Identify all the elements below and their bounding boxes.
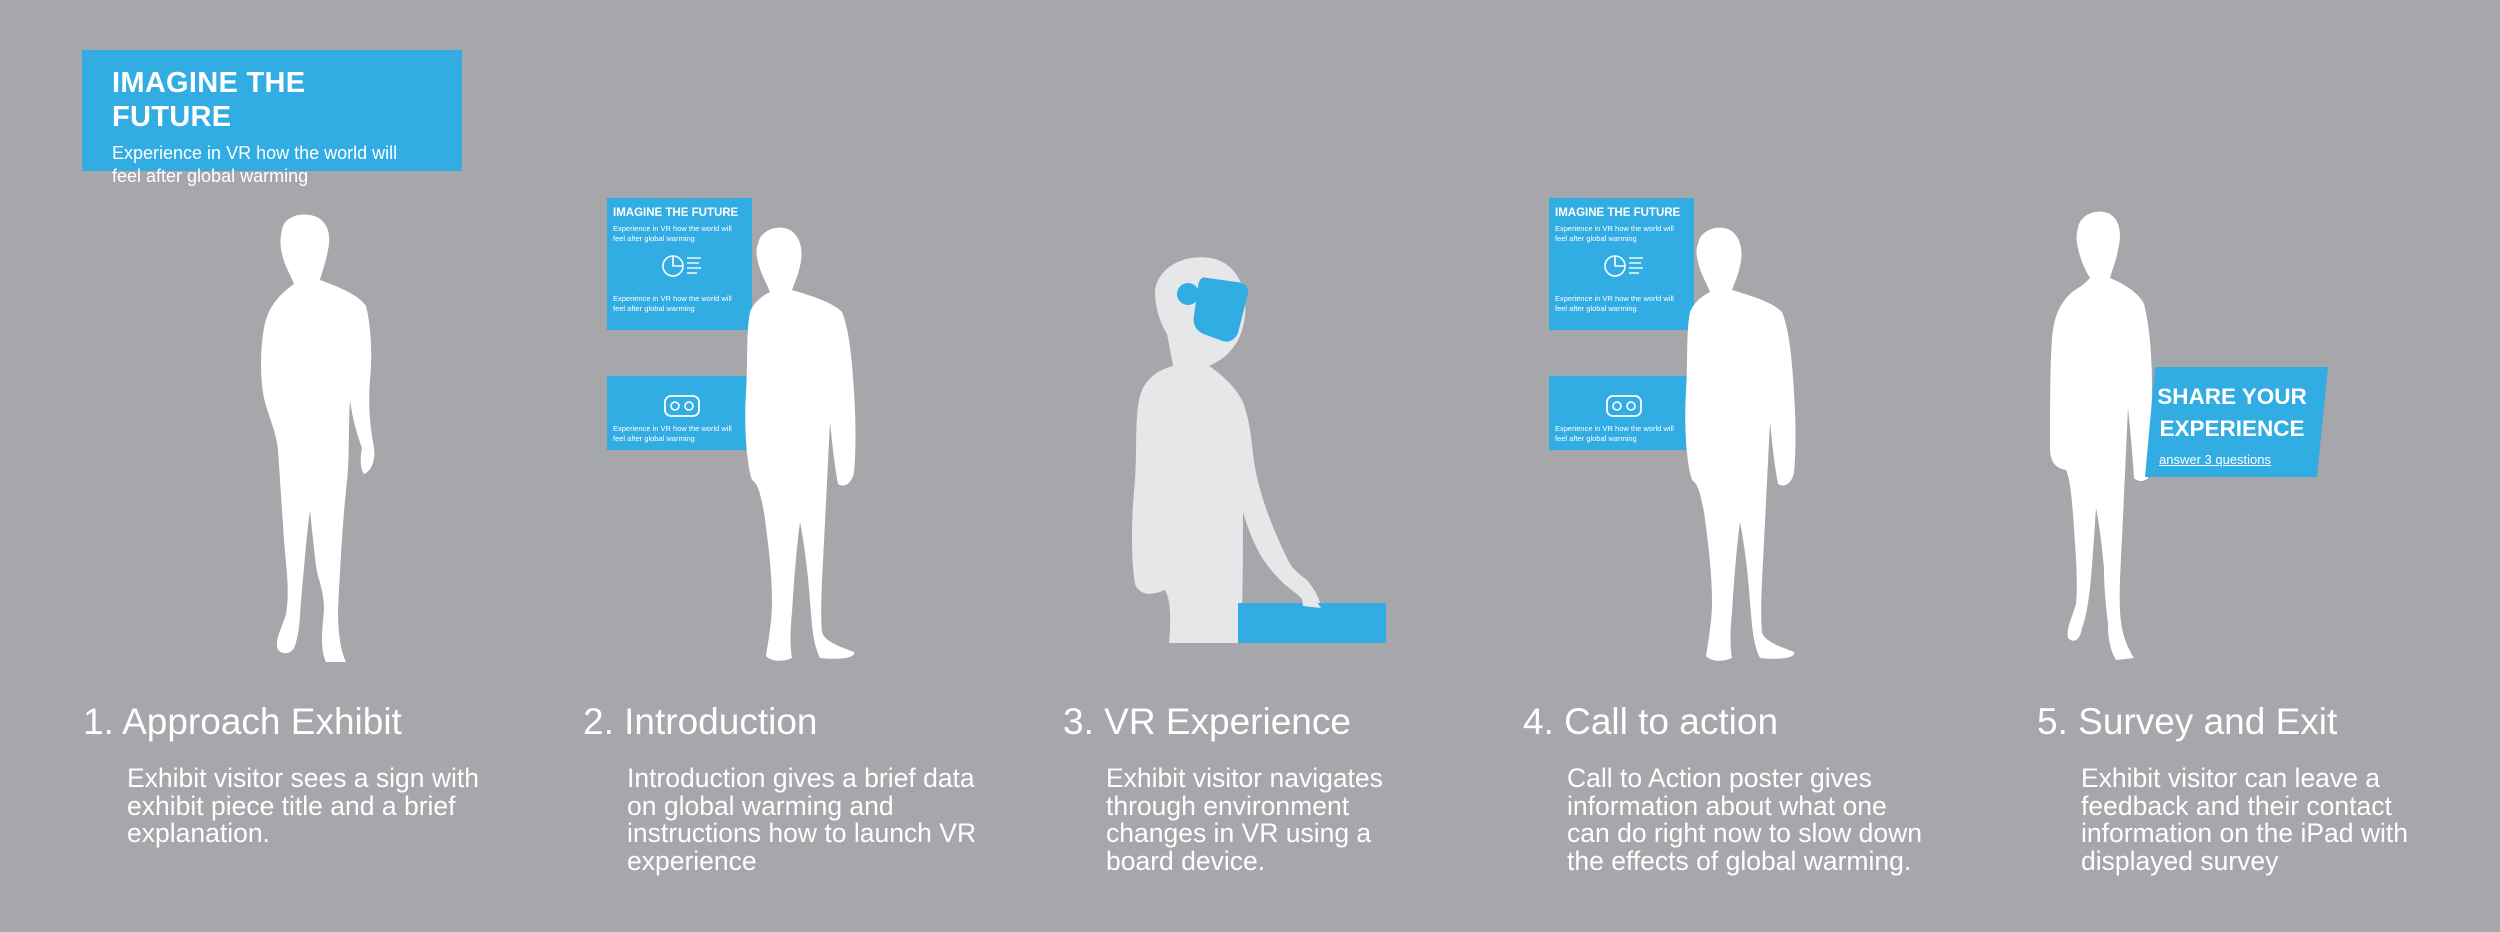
step-3-title: 3. VR Experience (1063, 701, 1351, 742)
step-2-title: 2. Introduction (583, 701, 818, 742)
poster-chart-icon (613, 244, 746, 290)
sign-subtitle: Experience in VR how the world will feel… (112, 143, 398, 186)
cta-poster-text-top: Experience in VR how the world will feel… (1555, 224, 1674, 243)
cta-vr-card-text: Experience in VR how the world will feel… (1555, 424, 1674, 443)
visitor-vr-figure (1132, 257, 1386, 643)
call-to-action-poster: IMAGINE THE FUTURE Experience in VR how … (1549, 198, 1694, 330)
cta-vr-card: Experience in VR how the world will feel… (1549, 376, 1694, 450)
step-4-description: Call to Action poster gives information … (1567, 763, 1923, 876)
visitor-standing-figure (745, 227, 856, 661)
vr-instruction-card: Experience in VR how the world will feel… (607, 376, 752, 450)
poster-text-top: Experience in VR how the world will feel… (613, 224, 732, 243)
cta-poster-title: IMAGINE THE FUTURE (1555, 207, 1681, 219)
poster-text-bottom: Experience in VR how the world will feel… (613, 294, 732, 313)
cta-poster-chart-icon (1555, 244, 1688, 290)
visitor-survey-figure (2050, 211, 2152, 660)
visitor-reading-figure (1685, 227, 1796, 661)
step-1-description: Exhibit visitor sees a sign with exhibit… (127, 763, 480, 848)
visitor-walking-figure (261, 214, 375, 662)
cta-vr-headset-icon (1555, 380, 1688, 424)
intro-poster: IMAGINE THE FUTURE Experience in VR how … (607, 198, 752, 330)
step-4-title: 4. Call to action (1523, 701, 1779, 742)
survey-link[interactable]: answer 3 questions (2159, 452, 2272, 467)
exhibit-sign: IMAGINE THE FUTURE Experience in VR how … (82, 50, 462, 186)
survey-title: SHARE YOUR EXPERIENCE (2157, 384, 2307, 441)
poster-title: IMAGINE THE FUTURE (613, 207, 739, 219)
vr-headset-icon (613, 380, 746, 424)
step-5-title: 5. Survey and Exit (2037, 701, 2338, 742)
step-5-description: Exhibit visitor can leave a feedback and… (2081, 763, 2409, 876)
survey-tablet: SHARE YOUR EXPERIENCE answer 3 questions (2145, 367, 2328, 477)
step-1-title: 1. Approach Exhibit (83, 701, 402, 742)
vr-card-text: Experience in VR how the world will feel… (613, 424, 732, 443)
board-device (1238, 603, 1386, 643)
cta-poster-text-bottom: Experience in VR how the world will feel… (1555, 294, 1674, 313)
sign-title: IMAGINE THE FUTURE (112, 67, 306, 133)
step-3-description: Exhibit visitor navigates through enviro… (1106, 763, 1383, 876)
step-2-description: Introduction gives a brief data on globa… (627, 763, 977, 876)
